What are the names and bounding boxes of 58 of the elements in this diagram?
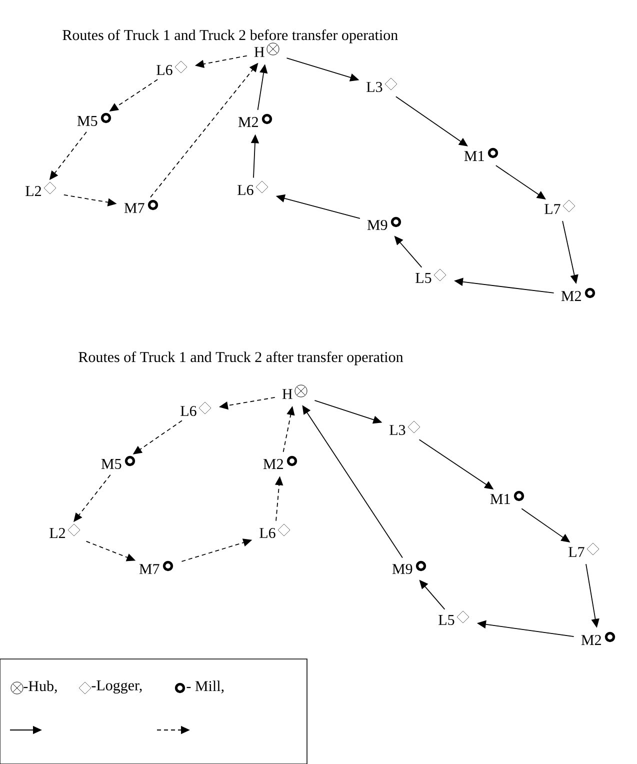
mill-node: M2 xyxy=(561,288,596,301)
node-label: H xyxy=(282,389,292,399)
mill-node: M2 xyxy=(238,114,272,127)
logger-node: L5 xyxy=(438,610,470,625)
logger-node: L3 xyxy=(366,78,398,92)
logger-node: L7 xyxy=(544,200,576,214)
node-label: M5 xyxy=(77,116,98,126)
legend-item: - Mill, xyxy=(174,680,224,694)
node-label: M7 xyxy=(124,203,144,213)
mill-node: M5 xyxy=(101,456,136,469)
node-label: M2 xyxy=(561,291,581,301)
node-label: L6 xyxy=(238,184,254,196)
node-label: H xyxy=(254,47,264,57)
logger-node: L7 xyxy=(568,542,600,557)
logger-node: L2 xyxy=(26,182,56,196)
node-label: L2 xyxy=(50,528,65,538)
logger-node: L6 xyxy=(180,402,212,416)
mill-node: M2 xyxy=(263,456,298,469)
mill-node: M2 xyxy=(581,632,616,645)
node-label: M9 xyxy=(392,564,412,574)
mill-node: M9 xyxy=(367,216,402,230)
logger-node: L2 xyxy=(50,524,80,538)
node-label: L6 xyxy=(260,528,276,538)
mill-node: M9 xyxy=(392,560,426,574)
node-label: L3 xyxy=(366,82,382,92)
arrow xyxy=(495,165,546,200)
node-label: L6 xyxy=(156,64,172,76)
hub-node: H xyxy=(254,42,280,57)
panel-title: Routes of Truck 1 and Truck 2 after transfer operation xyxy=(78,351,404,366)
logger-node: L5 xyxy=(416,268,446,283)
node-label: M1 xyxy=(490,494,510,504)
logger-node: L3 xyxy=(390,420,420,436)
node-label: M7 xyxy=(139,564,160,574)
node-label: L3 xyxy=(390,424,406,436)
node-label: L6 xyxy=(180,406,196,416)
node-label: M5 xyxy=(101,459,122,469)
legend-item: -Logger, xyxy=(78,680,142,694)
node-label: L7 xyxy=(568,547,584,557)
logger-node: L6 xyxy=(260,524,290,538)
logger-node: L6 xyxy=(238,180,268,196)
mill-node: M1 xyxy=(490,490,524,504)
node-label: L5 xyxy=(416,273,432,283)
hub-node: H xyxy=(282,384,308,399)
legend-item: -Hub, xyxy=(10,680,57,694)
node-label: L2 xyxy=(26,186,41,196)
mill-node: M7 xyxy=(139,560,174,574)
node-label: M9 xyxy=(367,220,388,230)
node-label: L7 xyxy=(544,204,560,214)
panel-title: Routes of Truck 1 and Truck 2 before transfer operation xyxy=(62,29,398,44)
node-label: M2 xyxy=(581,635,601,645)
node-label: M2 xyxy=(263,459,283,469)
node-label: L5 xyxy=(438,615,454,625)
mill-node: M1 xyxy=(464,148,498,161)
node-label: M2 xyxy=(238,117,258,127)
node-label: M1 xyxy=(464,151,484,161)
mill-node: M7 xyxy=(124,200,158,213)
logger-node: L6 xyxy=(156,60,188,76)
mill-node: M5 xyxy=(77,112,112,126)
